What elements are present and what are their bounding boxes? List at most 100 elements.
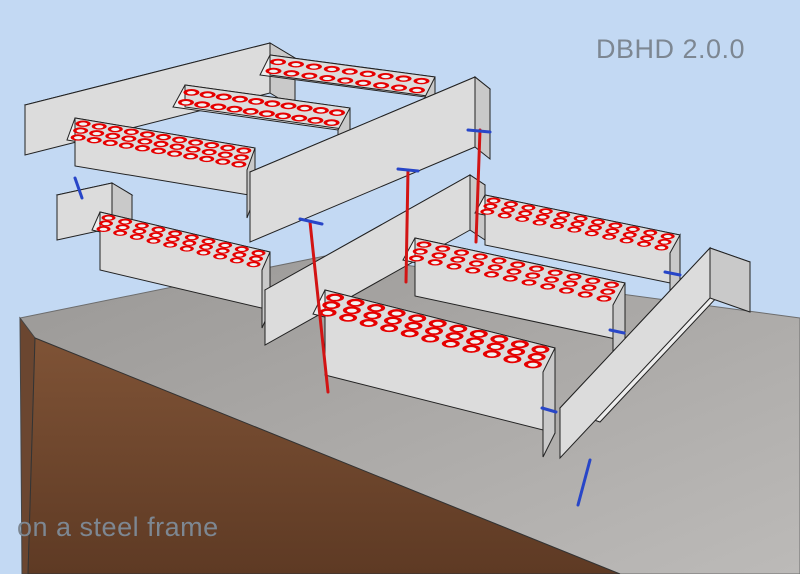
ring-hole <box>316 108 326 113</box>
ring-hole <box>513 263 522 267</box>
ring-hole <box>322 310 333 315</box>
ring-hole <box>322 76 332 81</box>
ring-hole <box>472 262 481 266</box>
ring-hole <box>494 337 505 342</box>
ring-hole <box>239 149 248 153</box>
ring-hole <box>412 88 422 93</box>
ring-hole <box>591 226 599 230</box>
ring-hole <box>326 303 337 308</box>
ring-hole <box>189 148 198 152</box>
ring-hole <box>278 114 288 118</box>
ring-hole <box>154 149 163 153</box>
ring-hole <box>538 215 547 219</box>
ring-hole <box>149 239 158 243</box>
ring-hole <box>186 154 195 159</box>
ring-hole <box>187 236 196 240</box>
ring-hole <box>74 136 83 140</box>
ring-hole <box>486 204 495 208</box>
ring-hole <box>172 145 182 149</box>
ring-hole <box>504 208 512 212</box>
ring-hole <box>487 273 496 277</box>
ring-hole <box>500 214 509 218</box>
ring-hole <box>643 237 651 241</box>
ring-hole <box>640 242 648 246</box>
ring-hole <box>358 81 368 85</box>
ring-hole <box>556 219 564 223</box>
ring-hole <box>394 86 404 90</box>
ring-hole <box>213 105 223 109</box>
ring-hole <box>182 247 191 251</box>
ring-hole <box>287 72 296 76</box>
ring-hole <box>399 77 408 81</box>
ring-hole <box>346 308 357 313</box>
ring-hole <box>511 350 522 355</box>
ring-grid-upper-back-3 <box>70 120 252 168</box>
ring-hole <box>237 156 246 160</box>
ring-hole <box>576 217 585 221</box>
rod-blue-left <box>73 176 84 200</box>
ring-hole <box>594 220 602 224</box>
ring-hole <box>343 316 354 321</box>
ring-hole <box>171 232 180 236</box>
ring-hole <box>432 321 443 326</box>
ring-hole <box>207 143 216 148</box>
ring-hole <box>367 313 378 318</box>
ring-hole <box>570 228 579 232</box>
ring-hole <box>205 150 214 154</box>
ring-hole <box>547 278 556 282</box>
ring-hole <box>310 118 320 123</box>
ring-hole <box>584 286 594 290</box>
ring-hole <box>412 316 423 321</box>
ring-hole <box>646 231 655 235</box>
ring-hole <box>449 265 459 269</box>
ring-hole <box>607 283 616 287</box>
ring-hole <box>156 142 166 146</box>
beam-lower-right-rail <box>559 246 751 460</box>
ring-hole <box>218 249 227 253</box>
ring-hole <box>300 106 310 111</box>
ring-hole <box>514 342 525 347</box>
ring-hole <box>345 70 355 74</box>
ring-hole <box>350 301 361 306</box>
ring-hole <box>429 329 439 334</box>
ring-hole <box>541 210 550 214</box>
ring-hole <box>453 258 462 262</box>
ring-hole <box>486 352 497 357</box>
ring-hole <box>202 157 211 161</box>
ring-hole <box>551 271 560 275</box>
rod-blue-front <box>576 458 592 507</box>
ring-hole <box>234 162 243 167</box>
ring-hole <box>251 99 261 104</box>
ring-hole <box>528 274 537 278</box>
ring-hole <box>468 269 477 273</box>
ring-hole <box>187 90 196 95</box>
subtitle-label: on a steel frame <box>17 512 219 542</box>
ring-hole <box>230 107 239 112</box>
ring-hole <box>657 246 666 250</box>
ring-hole <box>122 144 131 148</box>
ring-hole <box>269 69 278 73</box>
beam-upper-cross <box>249 75 491 243</box>
ring-hole <box>340 79 350 83</box>
ring-hole <box>90 138 99 143</box>
ring-hole <box>535 221 544 225</box>
ring-hole <box>562 289 571 293</box>
ring-hole <box>102 222 110 226</box>
ring-hole <box>629 227 637 231</box>
ring-hole <box>371 306 382 311</box>
ring-hole <box>219 95 229 99</box>
ring-hole <box>376 84 386 88</box>
ring-hole <box>294 116 304 121</box>
ring-hole <box>490 344 501 349</box>
ring-hole <box>381 74 391 79</box>
ring-hole <box>412 256 421 261</box>
ring-hole <box>608 229 617 233</box>
ring-hole <box>273 60 283 64</box>
ring-hole <box>246 109 256 114</box>
ring-hole <box>588 279 597 283</box>
ring-hole <box>476 255 485 259</box>
ring-hole <box>535 347 546 352</box>
ring-hole <box>524 281 534 285</box>
ring-grid-lower-left <box>96 214 266 268</box>
